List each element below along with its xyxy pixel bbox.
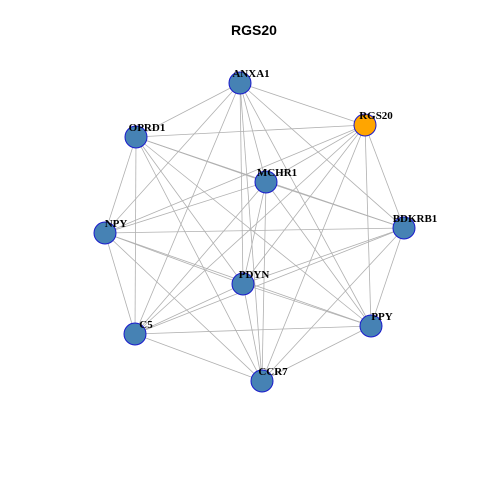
node-mchr1[interactable]	[254, 170, 278, 194]
edge-pdyn-ppy	[242, 283, 372, 327]
edge-mchr1-pdyn	[242, 181, 267, 285]
node-label-ppy: PPY	[371, 311, 392, 323]
edge-mchr1-c5	[134, 181, 267, 335]
edge-oprd1-ccr7	[135, 136, 263, 382]
edge-bdkrb1-pdyn	[242, 227, 405, 285]
edge-anxa1-mchr1	[239, 82, 267, 183]
edge-npy-c5	[104, 232, 136, 335]
edge-bdkrb1-npy	[104, 227, 405, 234]
edge-rgs20-npy	[104, 124, 366, 234]
edge-anxa1-pdyn	[239, 82, 244, 285]
edge-anxa1-ppy	[239, 82, 372, 327]
node-label-bdkrb1: BDKRB1	[393, 213, 438, 225]
edge-rgs20-oprd1	[135, 124, 366, 138]
node-layer	[93, 71, 416, 393]
edge-bdkrb1-ccr7	[261, 227, 405, 382]
edge-mchr1-ccr7	[261, 181, 267, 382]
edge-mchr1-bdkrb1	[265, 181, 405, 229]
edge-mchr1-npy	[104, 181, 267, 234]
edge-oprd1-c5	[134, 136, 137, 335]
edge-oprd1-ppy	[135, 136, 372, 327]
edge-c5-ccr7	[134, 333, 263, 382]
node-npy[interactable]	[93, 221, 117, 245]
diagram-title: RGS20	[231, 22, 277, 38]
edge-bdkrb1-ppy	[370, 227, 405, 327]
edge-oprd1-npy	[104, 136, 137, 234]
edge-anxa1-npy	[104, 82, 241, 234]
node-label-c5: C5	[139, 319, 153, 331]
node-oprd1[interactable]	[124, 125, 148, 149]
edge-anxa1-ccr7	[239, 82, 263, 382]
edge-layer	[104, 82, 405, 382]
node-label-mchr1: MCHR1	[257, 167, 297, 179]
edge-pdyn-ccr7	[242, 283, 263, 382]
node-label-oprd1: OPRD1	[129, 122, 166, 134]
edge-npy-pdyn	[104, 232, 244, 285]
edge-rgs20-mchr1	[265, 124, 366, 183]
edge-pdyn-c5	[134, 283, 244, 335]
node-label-ccr7: CCR7	[258, 366, 288, 378]
edge-anxa1-c5	[134, 82, 241, 335]
node-rgs20[interactable]	[353, 113, 377, 137]
edge-oprd1-pdyn	[135, 136, 244, 285]
edge-rgs20-ppy	[364, 124, 372, 327]
edge-rgs20-bdkrb1	[364, 124, 405, 229]
node-c5[interactable]	[123, 322, 147, 346]
edge-ppy-c5	[134, 325, 372, 335]
node-ccr7[interactable]	[250, 369, 274, 393]
node-pdyn[interactable]	[231, 272, 255, 296]
edge-rgs20-ccr7	[261, 124, 366, 382]
edge-rgs20-pdyn	[242, 124, 366, 285]
edge-mchr1-ppy	[265, 181, 372, 327]
edge-ppy-ccr7	[261, 325, 372, 382]
node-bdkrb1[interactable]	[392, 216, 416, 240]
edge-anxa1-bdkrb1	[239, 82, 405, 229]
node-label-rgs20: RGS20	[359, 110, 393, 122]
node-anxa1[interactable]	[228, 71, 252, 95]
edge-anxa1-rgs20	[239, 82, 366, 126]
node-label-pdyn: PDYN	[239, 269, 270, 281]
edge-rgs20-c5	[134, 124, 366, 335]
node-label-npy: NPY	[105, 218, 128, 230]
edge-anxa1-oprd1	[135, 82, 241, 138]
node-label-anxa1: ANXA1	[232, 68, 269, 80]
node-ppy[interactable]	[359, 314, 383, 338]
edge-npy-ccr7	[104, 232, 263, 382]
edge-bdkrb1-c5	[134, 227, 405, 335]
